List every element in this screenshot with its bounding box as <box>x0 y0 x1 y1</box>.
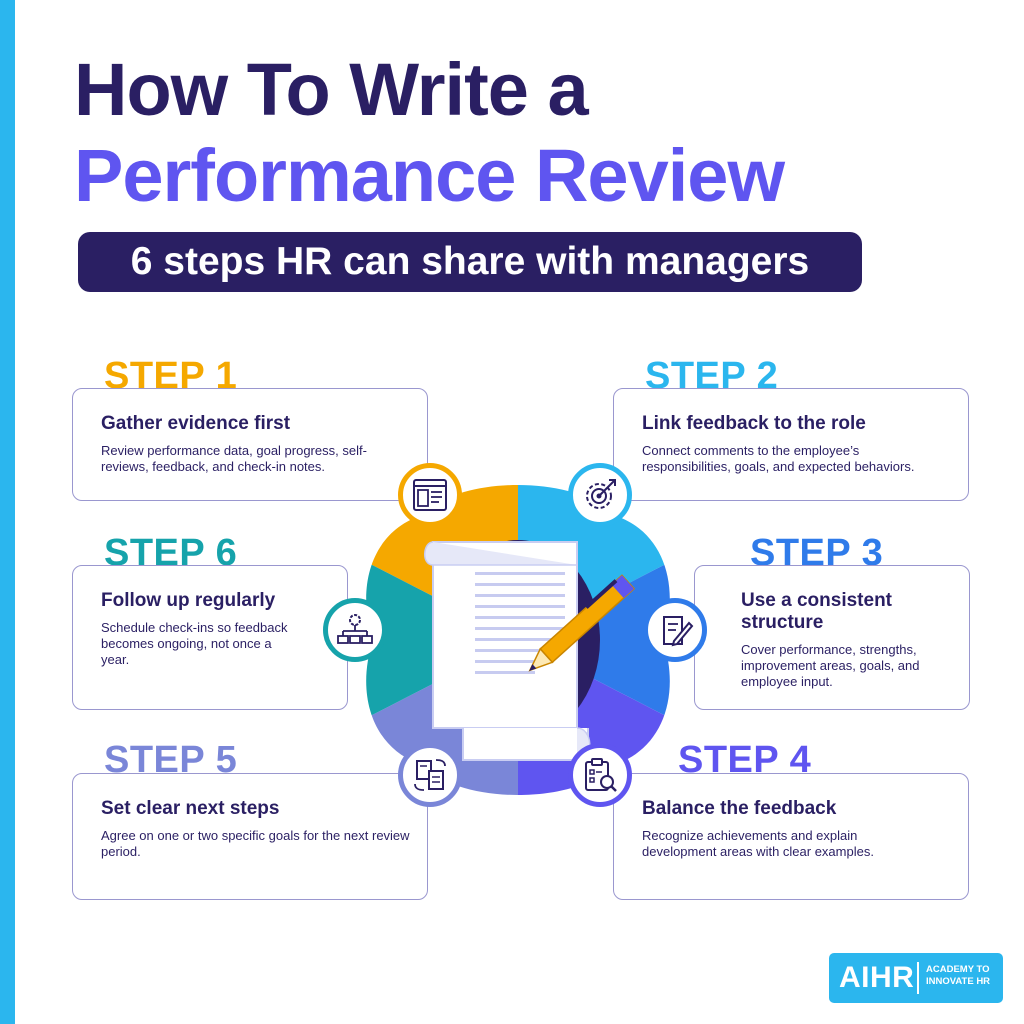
step5-title: Set clear next steps <box>101 798 280 819</box>
step6-icon-badge <box>323 598 387 662</box>
step2-title: Link feedback to the role <box>642 413 866 434</box>
step3-description: Cover performance, strengths, improvemen… <box>741 642 920 689</box>
step6-description: Schedule check-ins so feedback becomes o… <box>101 620 288 667</box>
subtitle-banner: 6 steps HR can share with managers <box>78 232 862 292</box>
step1-card: Gather evidence first Review performance… <box>72 388 428 501</box>
logo-short-name: AIHR <box>839 961 915 994</box>
step2-description: Connect comments to the employee’s respo… <box>642 443 915 474</box>
step4-description: Recognize achievements and explain devel… <box>642 828 874 859</box>
page-title-line1: How To Write a <box>74 48 589 131</box>
website-document-icon <box>413 479 447 511</box>
step3-icon-badge <box>643 598 707 662</box>
page-title-line2: Performance Review <box>74 134 785 217</box>
step1-icon-badge <box>398 463 462 527</box>
step2-card: Link feedback to the role Connect commen… <box>613 388 969 501</box>
step5-card: Set clear next steps Agree on one or two… <box>72 773 428 900</box>
gear-network-icon <box>337 614 373 644</box>
step3-title: Use a consistent structure <box>741 590 892 633</box>
step5-description: Agree on one or two specific goals for t… <box>101 828 410 859</box>
logo-full-name: ACADEMY TO INNOVATE HR <box>926 964 998 988</box>
left-accent-bar <box>0 0 15 1024</box>
logo-divider <box>917 962 919 994</box>
documents-exchange-icon <box>414 759 446 791</box>
step2-icon-badge <box>568 463 632 527</box>
step6-card: Follow up regularly Schedule check-ins s… <box>72 565 348 710</box>
clipboard-search-icon <box>585 758 617 792</box>
step1-description: Review performance data, goal progress, … <box>101 443 367 474</box>
step6-title: Follow up regularly <box>101 590 276 611</box>
logo-line1: ACADEMY TO <box>926 964 990 975</box>
gear-target-icon <box>586 479 616 509</box>
step4-card: Balance the feedback Recognize achieveme… <box>613 773 969 900</box>
step3-card: Use a consistent structure Cover perform… <box>694 565 970 710</box>
segment-step6 <box>366 550 518 730</box>
logo-line2: INNOVATE HR <box>926 976 991 987</box>
aihr-logo: AIHR ACADEMY TO INNOVATE HR <box>829 953 1003 1003</box>
central-hub-graphic <box>366 485 670 795</box>
form-pencil-icon <box>663 616 694 647</box>
step5-icon-badge <box>398 743 462 807</box>
step4-title: Balance the feedback <box>642 798 837 819</box>
step1-title: Gather evidence first <box>101 413 291 434</box>
step4-icon-badge <box>568 743 632 807</box>
segment-step3 <box>518 550 670 730</box>
